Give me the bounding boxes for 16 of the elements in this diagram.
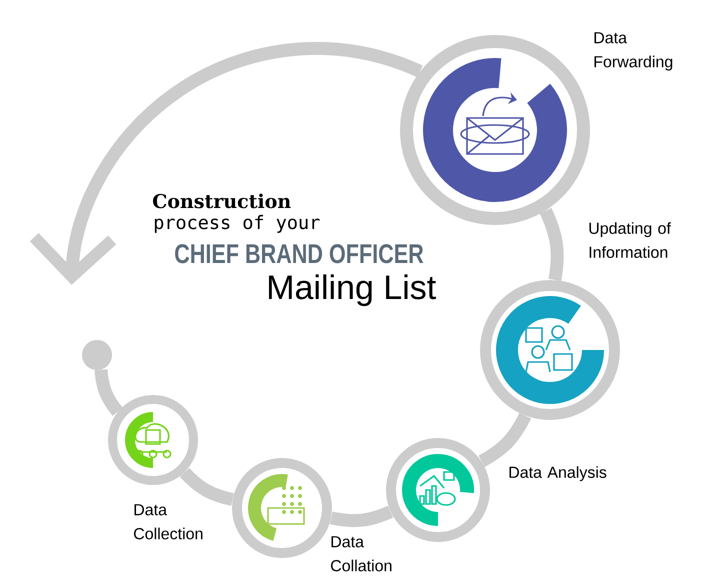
start-dot bbox=[82, 340, 112, 370]
title-line: Construction bbox=[153, 194, 291, 208]
connector-line bbox=[478, 412, 532, 467]
connector-line bbox=[180, 468, 234, 506]
title-line: process of your bbox=[154, 214, 320, 233]
connector-line bbox=[540, 208, 564, 282]
step-label: Data Forwarding bbox=[594, 32, 672, 71]
step-label: Data Collection bbox=[134, 504, 202, 540]
arrow bbox=[30, 42, 422, 285]
step-label: Updating of Information bbox=[589, 222, 671, 258]
title-line: CHIEF BRAND OFFICER bbox=[175, 244, 424, 264]
title-line: Mailing List bbox=[269, 274, 436, 306]
step-label: Data Analysis bbox=[510, 466, 606, 482]
step-label: Data Collation bbox=[331, 536, 392, 572]
connector-line bbox=[330, 506, 394, 528]
connector-line bbox=[94, 369, 123, 416]
